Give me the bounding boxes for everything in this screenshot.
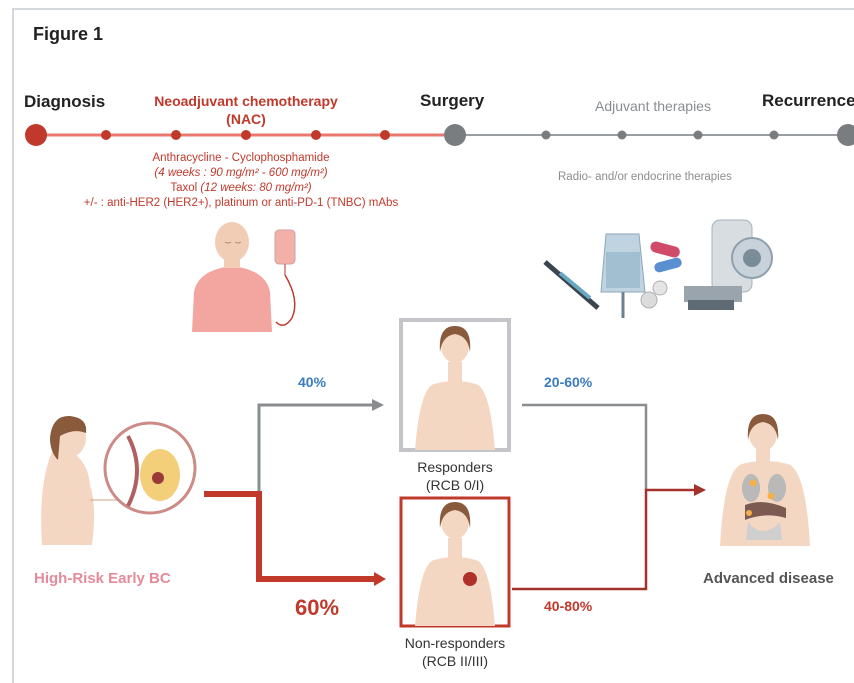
figure-label: Figure 1	[33, 24, 104, 44]
timeline-label-diagnosis: Diagnosis	[24, 92, 106, 111]
adjuvant-dot	[541, 130, 551, 140]
breast-tissue-inset	[103, 421, 197, 515]
nac-dot	[380, 130, 390, 140]
end-label: Advanced disease	[703, 570, 834, 587]
responders-label-line1: Responders	[417, 459, 493, 475]
nac-regimen-line2: (4 weeks : 90 mg/m² - 600 mg/m²)	[154, 167, 328, 179]
responder-patient-icon	[415, 326, 495, 450]
arrowhead	[694, 484, 706, 496]
start-label: High-Risk Early BC	[34, 570, 171, 587]
nac-dot	[171, 130, 181, 140]
nac-regimen-line1: Anthracycline - Cyclophosphamide	[152, 152, 330, 164]
nonresponder-patient-icon	[415, 502, 495, 626]
arrow-responders-to-advanced	[522, 403, 648, 490]
adjuvant-dot	[769, 130, 779, 140]
adjuvant-dot	[617, 130, 627, 140]
nac-dot	[241, 130, 251, 140]
nac-regimen-line3-drug: Taxol	[170, 182, 201, 194]
diagnosis-marker	[25, 124, 47, 146]
nonresponders-label-line1: Non-responders	[404, 635, 506, 651]
pct-nonresponders-to-advanced: 40-80%	[544, 598, 593, 614]
arrowhead	[374, 572, 386, 586]
arrow-nonresponders-to-advanced	[512, 488, 694, 591]
patient-profile-icon	[41, 415, 95, 545]
nonresponders-label-line2: (RCB II/III)	[421, 653, 489, 669]
timeline-label-surgery: Surgery	[420, 91, 485, 110]
nac-regimen-line3: Taxol (12 weeks: 80 mg/m²)	[36, 181, 446, 196]
timeline-label-recurrence: Recurrence	[762, 91, 854, 110]
responders-label: Responders (RCB 0/I)	[395, 458, 515, 494]
adjuvant-details: Radio- and/or endocrine therapies	[558, 171, 732, 183]
nac-dot	[101, 130, 111, 140]
nac-regimen-details: Anthracycline - Cyclophosphamide (4 week…	[36, 151, 446, 211]
timeline-label-nac: Neoadjuvant chemotherapy (NAC)	[131, 92, 361, 128]
arrowhead	[372, 399, 384, 411]
therapy-icons	[543, 219, 773, 318]
adjuvant-dot	[693, 130, 703, 140]
nac-regimen-line3-dose: (12 weeks: 80 mg/m²)	[200, 182, 312, 194]
pct-responders-to-advanced: 20-60%	[544, 374, 593, 390]
nac-title-line2: (NAC)	[226, 111, 266, 127]
arrow-to-nonresponders	[204, 491, 374, 582]
advanced-disease-icon	[720, 414, 810, 546]
recurrence-marker	[837, 124, 854, 146]
arrow-to-responders	[257, 403, 372, 494]
pct-responders: 40%	[298, 374, 327, 390]
pct-nonresponders: 60%	[295, 595, 340, 620]
frame-border-left	[12, 8, 14, 683]
nac-dot	[311, 130, 321, 140]
timeline-label-adjuvant: Adjuvant therapies	[595, 98, 711, 114]
surgery-marker	[444, 124, 466, 146]
responders-label-line2: (RCB 0/I)	[425, 477, 485, 493]
frame-border-top	[12, 8, 854, 10]
patient-chemo-icon	[192, 222, 296, 332]
nac-title-line1: Neoadjuvant chemotherapy	[154, 93, 338, 109]
nac-regimen-line4: +/- : anti-HER2 (HER2+), platinum or ant…	[83, 197, 399, 209]
nonresponders-label: Non-responders (RCB II/III)	[390, 634, 520, 670]
